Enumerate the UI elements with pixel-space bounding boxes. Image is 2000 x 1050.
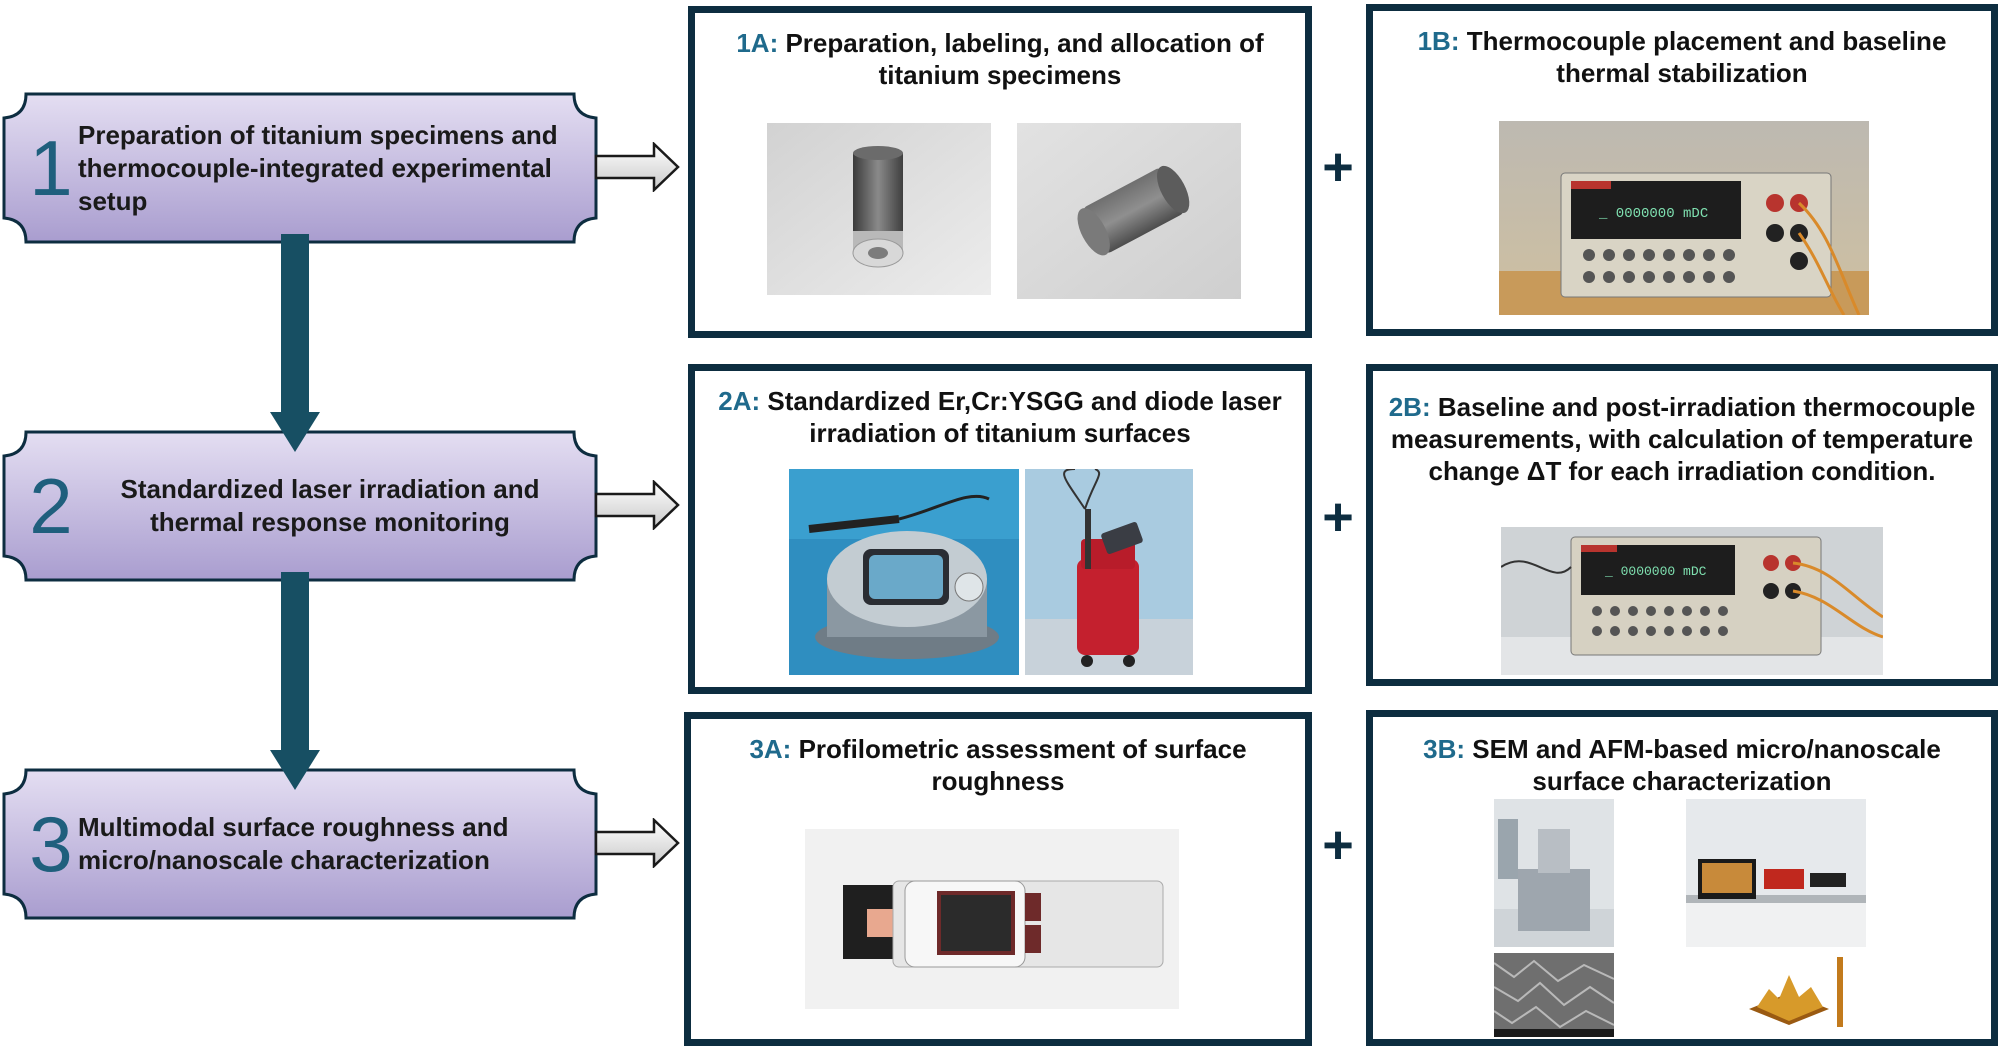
erbium-laser-photo (1025, 469, 1193, 675)
stage-3-number: 3 (29, 799, 73, 888)
panel-1b-code: 1B: (1417, 26, 1460, 56)
right-arrow-stage-3 (594, 818, 680, 868)
down-arrow-2-to-3 (270, 572, 320, 790)
panel-3a-title: 3A: Profilometric assessment of surface … (701, 733, 1295, 797)
afm-instrument-photo (1686, 799, 1866, 947)
stage-2-number: 2 (29, 461, 73, 550)
sem-micrograph (1494, 953, 1614, 1037)
plus-row-3: + (1322, 815, 1354, 875)
diode-laser-photo (789, 469, 1019, 675)
sem-instrument-photo (1494, 799, 1614, 947)
specimen-photo-hollow (767, 123, 991, 295)
panel-2a-code: 2A: (718, 386, 761, 416)
panel-3a: 3A: Profilometric assessment of surface … (684, 712, 1312, 1046)
panel-3b: 3B: SEM and AFM-based micro/nanoscale su… (1366, 710, 1998, 1046)
stage-3-box: 3 Multimodal surface roughness and micro… (2, 768, 598, 920)
panel-3b-title: 3B: SEM and AFM-based micro/nanoscale su… (1383, 733, 1981, 797)
panel-2b-text: Baseline and post-irradiation thermocoup… (1390, 392, 1976, 486)
panel-3a-code: 3A: (749, 734, 792, 764)
stage-2-shape (2, 430, 598, 582)
right-arrow-stage-2 (594, 480, 680, 530)
panel-3a-text: Profilometric assessment of surface roug… (798, 734, 1247, 796)
panel-2a-text: Standardized Er,Cr:YSGG and diode laser … (767, 386, 1282, 448)
panel-1a-title: 1A: Preparation, labeling, and allocatio… (705, 27, 1295, 91)
multimeter-photo-2: _ 0000000 mDC (1501, 527, 1883, 675)
down-arrow-1-to-2 (270, 234, 320, 452)
stage-3-title: Multimodal surface roughness and micro/n… (78, 812, 509, 875)
specimen-photo-solid (1017, 123, 1241, 299)
panel-1a-code: 1A: (736, 28, 779, 58)
svg-text:_ 0000000 mDC: _ 0000000 mDC (1604, 564, 1707, 579)
plus-row-1: + (1322, 137, 1354, 197)
stage-2-title: Standardized laser irradiation and therm… (120, 474, 540, 537)
stage-1-title: Preparation of titanium specimens and th… (78, 119, 558, 216)
stage-2-box: 2 Standardized laser irradiation and the… (2, 430, 598, 582)
panel-1b-text: Thermocouple placement and baseline ther… (1466, 26, 1947, 88)
panel-1b-title: 1B: Thermocouple placement and baseline … (1383, 25, 1981, 89)
panel-2b-title: 2B: Baseline and post-irradiation thermo… (1383, 391, 1981, 487)
panel-1a: 1A: Preparation, labeling, and allocatio… (688, 6, 1312, 338)
svg-text:_ 0000000 mDC: _ 0000000 mDC (1598, 206, 1708, 222)
panel-2b: 2B: Baseline and post-irradiation thermo… (1366, 364, 1998, 686)
stage-1-box: 1 Preparation of titanium specimens and … (2, 92, 598, 244)
stage-1-shape (2, 92, 598, 244)
panel-2a: 2A: Standardized Er,Cr:YSGG and diode la… (688, 364, 1312, 694)
stage-1-number: 1 (29, 123, 73, 212)
afm-3d-map (1729, 953, 1849, 1037)
plus-row-2: + (1322, 487, 1354, 547)
panel-3b-text: SEM and AFM-based micro/nanoscale surfac… (1472, 734, 1941, 796)
profilometer-photo (805, 829, 1179, 1009)
panel-1a-text: Preparation, labeling, and allocation of… (785, 28, 1264, 90)
stage-3-shape (2, 768, 598, 920)
panel-2b-code: 2B: (1388, 392, 1431, 422)
panel-1b: 1B: Thermocouple placement and baseline … (1366, 4, 1998, 336)
panel-3b-code: 3B: (1423, 734, 1466, 764)
panel-2a-title: 2A: Standardized Er,Cr:YSGG and diode la… (705, 385, 1295, 449)
right-arrow-stage-1 (594, 142, 680, 192)
multimeter-photo-1: _ 0000000 mDC (1499, 121, 1869, 315)
